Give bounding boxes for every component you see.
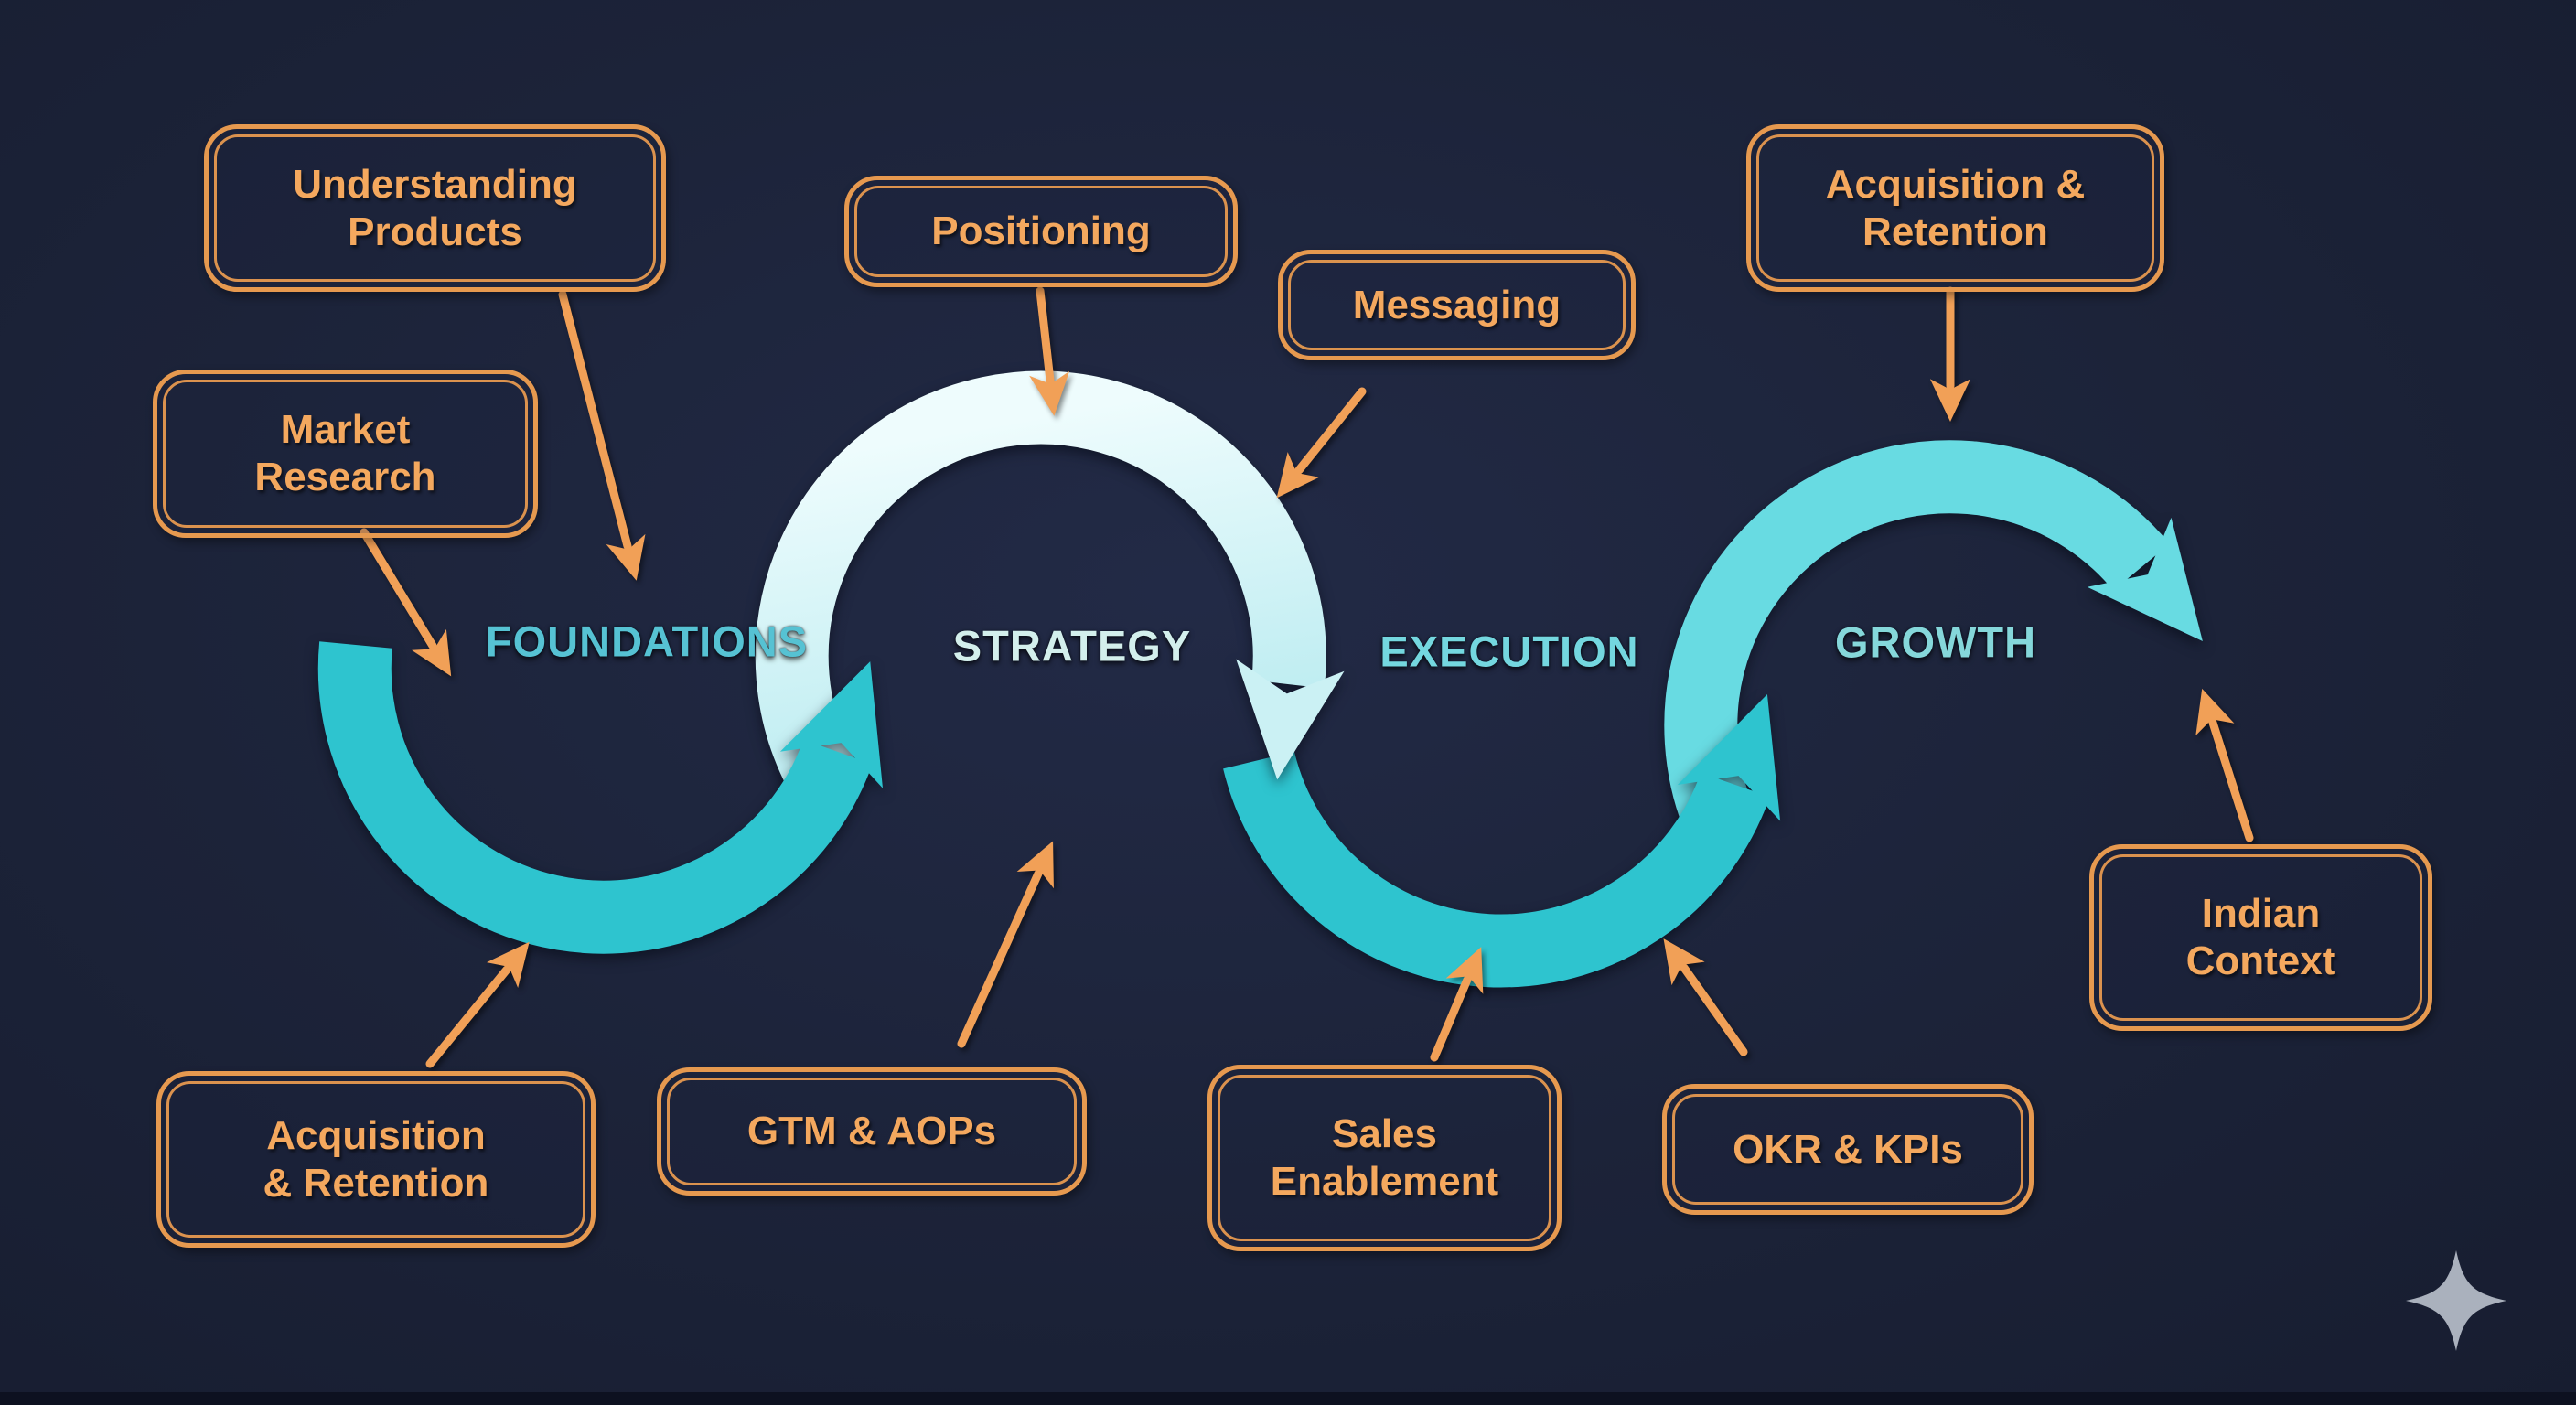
- node-acquisition-retention-top: Acquisition & Retention: [1746, 124, 2164, 292]
- node-label: GTM & AOPs: [746, 1109, 997, 1154]
- node-label: Understanding Products: [293, 161, 577, 254]
- stage-label-strategy: STRATEGY: [952, 621, 1192, 670]
- strategy-crest-arrow: [755, 370, 1345, 801]
- node-okr-kpis: OKR & KPIs: [1662, 1084, 2034, 1215]
- stage-label-foundations: FOUNDATIONS: [485, 617, 809, 666]
- connector-okr-kpis-to-execution: [1663, 938, 1748, 1056]
- connector-market-research-to-foundations: [360, 528, 452, 677]
- node-label: OKR & KPIs: [1733, 1126, 1963, 1172]
- stage-label-execution: EXECUTION: [1379, 627, 1639, 676]
- node-label: Positioning: [931, 209, 1151, 254]
- node-sales-enablement: Sales Enablement: [1208, 1065, 1562, 1251]
- node-acquisition-retention-bottom: Acquisition & Retention: [156, 1071, 596, 1248]
- node-indian-context: Indian Context: [2089, 844, 2432, 1031]
- foundations-trough-arrow: [317, 641, 883, 954]
- connector-gtm-aops-to-strategy: [957, 841, 1054, 1048]
- bottom-letterbox-bar: [0, 1392, 2576, 1405]
- connector-acquisition-retention-to-foundations: [425, 941, 530, 1068]
- node-positioning: Positioning: [844, 176, 1238, 287]
- connector-understanding-products-to-foundations: [558, 290, 646, 581]
- node-label: Acquisition & Retention: [1825, 161, 2086, 254]
- node-understanding-products: Understanding Products: [204, 124, 666, 292]
- connector-indian-context-to-growth: [2195, 688, 2254, 842]
- sparkle-watermark-icon: [2406, 1250, 2506, 1351]
- node-label: Indian Context: [2185, 891, 2336, 983]
- node-label: Market Research: [254, 407, 436, 499]
- connector-messaging-to-strategy: [1276, 387, 1367, 499]
- node-messaging: Messaging: [1278, 250, 1636, 360]
- execution-trough-arrow: [1223, 694, 1781, 988]
- connector-sales-enablement-to-execution: [1430, 947, 1484, 1062]
- node-label: Sales Enablement: [1270, 1111, 1499, 1204]
- node-label: Messaging: [1352, 282, 1562, 327]
- stage-label-growth: GROWTH: [1834, 617, 2037, 667]
- connector-positioning-to-strategy: [1029, 286, 1070, 416]
- node-market-research: Market Research: [153, 370, 538, 538]
- node-label: Acquisition & Retention: [263, 1112, 489, 1206]
- node-gtm-aops: GTM & AOPs: [657, 1067, 1087, 1196]
